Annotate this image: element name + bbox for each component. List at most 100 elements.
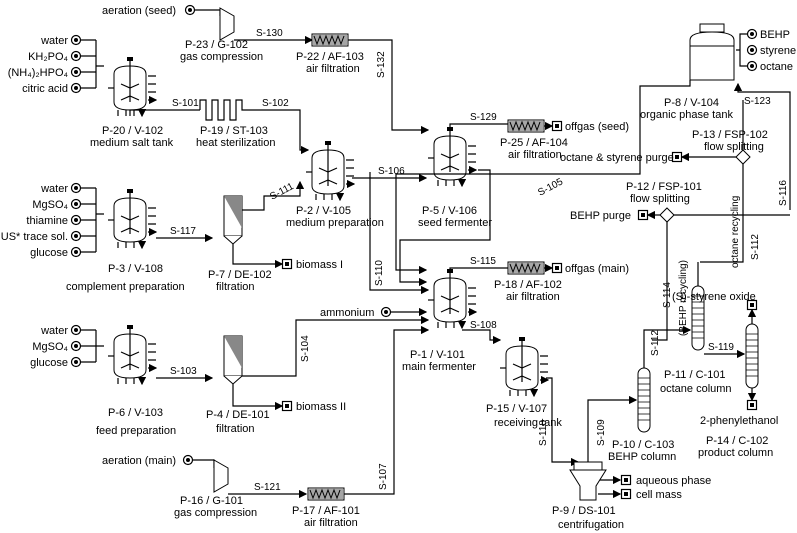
p10-id: P-10 / C-103 xyxy=(612,439,674,451)
octane-purge-sink xyxy=(671,151,683,163)
stream-s123-recycle xyxy=(733,82,791,210)
p11-desc: octane column xyxy=(660,383,732,395)
stream-s114 xyxy=(652,222,668,341)
styrene-source xyxy=(746,44,758,56)
offgas-main-sink xyxy=(551,262,563,274)
p12-desc: flow splitting xyxy=(630,193,690,205)
complement-inputs: water MgSO₄ thiamine US* trace sol. gluc… xyxy=(1,182,104,259)
ammonium-label: ammonium xyxy=(320,307,374,319)
product-top-sink xyxy=(746,299,758,311)
p19-desc: heat sterilization xyxy=(196,137,276,149)
compressor-p23 xyxy=(219,7,235,41)
stream-s111 xyxy=(242,180,305,211)
air-filter-p22 xyxy=(311,33,349,47)
p16-desc: gas compression xyxy=(174,507,257,519)
stream-s101 xyxy=(129,109,200,116)
behp-purge-sink xyxy=(637,209,649,221)
p16-id: P-16 / G-101 xyxy=(180,495,243,507)
offgas-main-label: offgas (main) xyxy=(565,263,629,275)
s116-label: S-116 xyxy=(778,180,789,206)
behp-column-p10 xyxy=(637,367,651,433)
s117-label: S-117 xyxy=(170,226,196,237)
p1-desc: main fermenter xyxy=(402,361,476,373)
compressor-p16 xyxy=(213,459,229,493)
biomass1-sink xyxy=(281,258,293,270)
p25-desc: air filtration xyxy=(508,149,562,161)
s130-label: S-130 xyxy=(256,28,283,39)
p3-desc: complement preparation xyxy=(66,281,185,293)
p19-id: P-19 / ST-103 xyxy=(200,125,268,137)
s103-label: S-103 xyxy=(170,366,197,377)
s108-label: S-108 xyxy=(470,320,497,331)
stream-s132 xyxy=(348,39,430,135)
feed-inputs: water MgSO₄ glucose xyxy=(30,324,104,369)
p11-id: P-11 / C-101 xyxy=(664,369,726,381)
complement-prep-p3 xyxy=(108,189,156,248)
aqueous-sink xyxy=(620,474,632,486)
behp-purge-label: BEHP purge xyxy=(570,210,631,222)
p4-id: P-4 / DE-101 xyxy=(206,409,270,421)
behp-input-label: BEHP xyxy=(760,29,790,41)
p10-desc: BEHP column xyxy=(608,451,676,463)
behp-source xyxy=(746,28,758,40)
p9-id: P-9 / DS-101 xyxy=(552,505,616,517)
input-mgso4-2: MgSO₄ xyxy=(32,341,68,353)
s114-label: S-114 xyxy=(662,282,673,308)
p18-desc: air filtration xyxy=(506,291,560,303)
s105-label: S-105 xyxy=(536,176,565,198)
p14-desc: product column xyxy=(698,447,773,459)
stream-s105-seed xyxy=(399,169,491,287)
air-filter-p18 xyxy=(507,261,545,275)
p9-desc: centrifugation xyxy=(558,519,624,531)
stream-s105 xyxy=(395,80,691,275)
octane-input-label: octane xyxy=(760,61,793,73)
behp-recycle-label: (BEHP recycling) xyxy=(678,260,689,336)
s115-label: S-115 xyxy=(470,256,496,267)
tank-p20 xyxy=(108,57,156,116)
biomass2-label: biomass II xyxy=(296,401,346,413)
p15-desc: receiving tank xyxy=(494,417,562,429)
air-filter-p17 xyxy=(307,487,345,501)
ammonium-source xyxy=(380,306,392,318)
p3-id: P-3 / V-108 xyxy=(108,263,163,275)
biomass1-label: biomass I xyxy=(296,259,343,271)
input-glucose-2: glucose xyxy=(30,357,68,369)
input-glucose-1: glucose xyxy=(30,247,68,259)
aeration-seed-line xyxy=(195,9,221,16)
stream-s112b xyxy=(643,325,692,368)
s129-label: S-129 xyxy=(470,112,497,123)
aeration-seed-label: aeration (seed) xyxy=(102,5,176,17)
octane-purge-label: octane & styrene purge xyxy=(560,152,674,164)
p17-id: P-17 / AF-101 xyxy=(292,505,360,517)
input-thiamine: thiamine xyxy=(26,215,68,227)
s110-label: S-110 xyxy=(374,260,385,286)
styrene-input-label: styrene xyxy=(760,45,796,57)
p14-id: P-14 / C-102 xyxy=(706,435,768,447)
p20-id: P-20 / V-102 xyxy=(102,125,163,137)
stream-s118 xyxy=(546,377,580,467)
p23-id: P-23 / G-102 xyxy=(185,39,248,51)
receiving-tank-p15 xyxy=(500,337,548,396)
cellmass-label: cell mass xyxy=(636,489,682,501)
p8-id: P-8 / V-104 xyxy=(664,97,719,109)
p6-desc: feed preparation xyxy=(96,425,176,437)
stream-s108 xyxy=(462,329,502,345)
aeration-seed-source xyxy=(184,4,196,16)
stream-s112-octane xyxy=(700,100,744,263)
s132-label: S-132 xyxy=(376,51,387,78)
splitter-p12 xyxy=(659,207,675,223)
octane-source xyxy=(746,60,758,72)
p7-desc: filtration xyxy=(216,281,255,293)
s121-label: S-121 xyxy=(254,482,281,493)
p22-id: P-22 / AF-103 xyxy=(296,51,364,63)
input-water-3: water xyxy=(40,325,68,337)
seed-fermenter-p5 xyxy=(428,127,476,186)
biomass2-sink xyxy=(281,400,293,412)
stream-s115 xyxy=(449,267,508,272)
input-water-2: water xyxy=(40,183,68,195)
p8-desc: organic phase tank xyxy=(640,109,733,121)
p13-desc: flow splitting xyxy=(704,141,764,153)
medium-salt-inputs: water KH₂PO₄ (NH₄)₂HPO₄ citric acid xyxy=(8,34,104,95)
octane-recycle-label: octane recycling xyxy=(730,196,741,268)
s112b-label: S-112 xyxy=(650,330,661,356)
